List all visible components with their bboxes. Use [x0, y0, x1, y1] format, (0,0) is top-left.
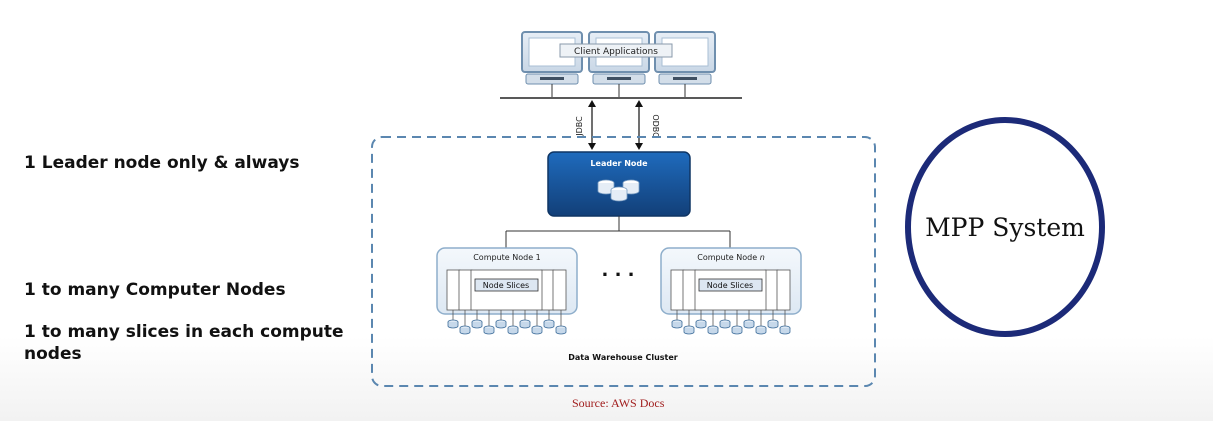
node-slices-label: Node Slices — [707, 281, 753, 290]
odbc-label: ODBC — [651, 114, 660, 138]
jdbc-arrow — [588, 100, 596, 150]
monitor-icon — [654, 31, 716, 85]
note-compute: 1 to many Computer Nodes — [24, 280, 286, 300]
disk-icon — [447, 319, 567, 335]
odbc-arrow — [635, 100, 643, 150]
source-caption: Source: AWS Docs — [572, 396, 665, 410]
client-label: Client Applications — [574, 47, 658, 57]
compute-node-1-label: Compute Node 1 — [473, 253, 541, 262]
note-slices: 1 to many slices in each compute nodes — [24, 322, 344, 364]
mpp-label: MPP System — [925, 212, 1085, 242]
note-leader: 1 Leader node only & always — [24, 153, 300, 173]
compute-node-n: Compute Node n Node Slices — [660, 247, 802, 335]
compute-node-1: Compute Node 1 Node Slices — [436, 247, 578, 335]
jdbc-label: JDBC — [575, 116, 584, 137]
compute-node-n-label: Compute Node n — [697, 253, 765, 262]
leader-node: Leader Node — [547, 151, 691, 217]
client-monitors: Client Applications — [521, 31, 716, 85]
node-slices-box — [698, 278, 763, 292]
client-label-box — [559, 43, 673, 58]
mpp-badge: MPP System — [905, 117, 1105, 337]
node-slices-box — [474, 278, 539, 292]
node-slices-label: Node Slices — [483, 281, 529, 290]
monitor-icon — [521, 31, 583, 85]
disk-icon — [671, 319, 791, 335]
monitor-icon — [588, 31, 650, 85]
leader-label: Leader Node — [590, 159, 648, 168]
ellipsis: . . . — [601, 260, 634, 281]
cluster-boundary — [371, 136, 876, 387]
database-icon — [597, 179, 640, 202]
cluster-label: Data Warehouse Cluster — [568, 353, 678, 362]
